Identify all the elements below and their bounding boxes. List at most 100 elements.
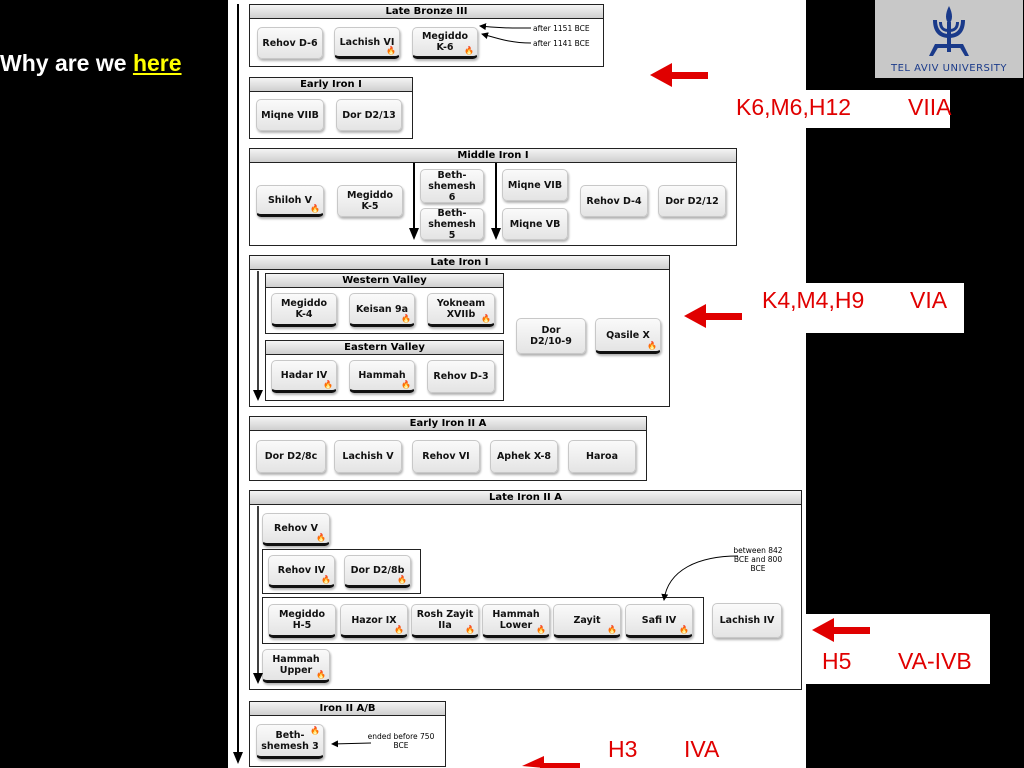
site-label: Rehov D-4 xyxy=(586,195,642,207)
period-late-bronze-iii: Late Bronze III Rehov D-6 Lachish VI🔥 Me… xyxy=(249,4,604,67)
site-box: Zayit🔥 xyxy=(553,604,621,638)
fire-icon: 🔥 xyxy=(397,575,407,584)
subgroup-title: Eastern Valley xyxy=(266,341,503,355)
site-box: Lachish IV xyxy=(712,603,782,638)
period-title: Early Iron II A xyxy=(250,417,646,431)
site-box: Megiddo K-4 xyxy=(271,293,337,327)
site-label: Lachish V xyxy=(342,451,394,462)
fire-icon: 🔥 xyxy=(394,625,404,634)
period-iron-iia-b: Iron II A/B Beth-shemesh 3🔥 ended before… xyxy=(249,701,446,767)
period-title: Middle Iron I xyxy=(250,149,736,163)
period-early-iron-iia: Early Iron II A Dor D2/8c Lachish V Reho… xyxy=(249,416,647,481)
site-box: Miqne VIIB xyxy=(256,99,324,131)
site-label: Hadar IV xyxy=(280,370,328,381)
period-early-iron-i: Early Iron I Miqne VIIB Dor D2/13 xyxy=(249,77,413,139)
site-label: Hammah Lower xyxy=(492,609,540,631)
site-box: Miqne VB xyxy=(502,208,568,240)
site-box: Rehov D-6 xyxy=(257,27,323,59)
callout-left: H3 xyxy=(608,736,638,762)
site-label: Dor D2/8b xyxy=(350,565,405,576)
tel-aviv-university-logo: TEL AVIV UNIVERSITY xyxy=(875,0,1023,78)
site-label: Miqne VIIB xyxy=(261,109,319,121)
site-label: Dor D2/10-9 xyxy=(530,325,572,347)
period-title: Late Iron II A xyxy=(250,491,801,505)
site-box: Dor D2/8b🔥 xyxy=(344,555,411,588)
site-label: Megiddo K-4 xyxy=(280,298,328,320)
site-label: Lachish VI xyxy=(339,36,395,48)
subgroup-eastern-valley: Eastern Valley Hadar IV🔥 Hammah🔥 Rehov D… xyxy=(265,340,504,401)
site-label: Rehov V xyxy=(274,523,318,534)
site-box: Rehov D-4 xyxy=(580,185,648,217)
site-label: Safi IV xyxy=(641,614,677,626)
site-box: Shiloh V🔥 xyxy=(256,185,324,217)
site-label: Beth-shemesh 5 xyxy=(428,207,476,241)
fire-icon: 🔥 xyxy=(464,46,474,55)
site-label: Rehov IV xyxy=(277,565,326,576)
slide-title-prefix: Why are we xyxy=(0,50,133,76)
site-box: Beth-shemesh 5 xyxy=(420,207,484,241)
site-box: Yokneam XVIIb🔥 xyxy=(427,293,495,327)
site-box: Rehov V🔥 xyxy=(262,513,330,546)
timeline-arrow xyxy=(233,4,243,764)
callout-right: IVA xyxy=(684,736,720,762)
site-label: Beth-shemesh 6 xyxy=(428,169,476,203)
fire-icon: 🔥 xyxy=(310,204,320,213)
here-link[interactable]: here xyxy=(132,50,182,76)
site-label: Yokneam XVIIb xyxy=(436,298,486,320)
period-title: Iron II A/B xyxy=(250,702,445,716)
period-late-iron-iia: Late Iron II A Rehov V🔥 Rehov IV🔥 Dor D2… xyxy=(249,490,802,690)
fire-icon: 🔥 xyxy=(323,380,333,389)
site-label: Beth-shemesh 3 xyxy=(261,729,319,752)
site-box: Dor D2/8c xyxy=(256,440,326,473)
fire-icon: 🔥 xyxy=(679,625,689,634)
callout-left: K4,M4,H9 xyxy=(762,287,865,313)
fire-icon: 🔥 xyxy=(401,314,411,323)
period-title: Late Bronze III xyxy=(250,5,603,19)
date-note: between 842 BCE and 800 BCE xyxy=(733,546,783,573)
fire-icon: 🔥 xyxy=(536,625,546,634)
callout-left: H5 xyxy=(822,648,852,674)
site-box: Aphek X-8 xyxy=(490,440,558,473)
period-title: Early Iron I xyxy=(250,78,412,92)
site-label: Haroa xyxy=(586,451,618,462)
site-box: Lachish VI🔥 xyxy=(334,27,400,59)
callout-right: VA-IVB xyxy=(898,648,972,674)
site-label: Shiloh V xyxy=(267,194,313,206)
slide-title: Why are we here xyxy=(0,50,182,77)
overlap-arrow xyxy=(253,271,263,684)
site-label: Dor D2/12 xyxy=(665,195,719,207)
site-box: Beth-shemesh 3🔥 xyxy=(256,724,324,759)
site-label: Rehov D-6 xyxy=(262,37,318,49)
site-box: Lachish V xyxy=(334,440,402,473)
site-label: Megiddo K-5 xyxy=(346,190,394,212)
callout-left: K6,M6,H12 xyxy=(736,94,852,120)
site-box: Rehov VI xyxy=(412,440,480,473)
site-box: Miqne VIB xyxy=(502,169,568,201)
site-label: Megiddo H-5 xyxy=(278,609,326,631)
site-label: Aphek X-8 xyxy=(496,451,552,462)
site-label: Dor D2/8c xyxy=(264,451,318,462)
site-box: Hammah Lower🔥 xyxy=(482,604,550,638)
fire-icon: 🔥 xyxy=(465,625,475,634)
site-label: Hazor IX xyxy=(351,614,397,626)
fire-icon: 🔥 xyxy=(316,670,326,679)
site-label: Miqne VIB xyxy=(507,179,563,191)
site-box: Rehov IV🔥 xyxy=(268,555,335,588)
site-box: Hammah Upper🔥 xyxy=(262,649,330,683)
site-label: Hammah Upper xyxy=(272,654,320,676)
site-box: Dor D2/10-9 xyxy=(516,318,586,354)
callout-right: VIIA xyxy=(908,94,952,120)
callout-right: VIA xyxy=(910,287,948,313)
site-box: Dor D2/12 xyxy=(658,185,726,217)
period-late-iron-i: Late Iron I Western Valley Megiddo K-4 K… xyxy=(249,255,670,407)
site-label: Rosh Zayit IIa xyxy=(416,609,474,631)
site-label: Zayit xyxy=(573,614,601,626)
logo-text: TEL AVIV UNIVERSITY xyxy=(890,63,1008,74)
site-box: Hadar IV🔥 xyxy=(271,360,337,393)
site-box: Megiddo K-6🔥 xyxy=(412,27,478,59)
site-box: Megiddo H-5 xyxy=(268,604,336,638)
overlap-arrow xyxy=(409,163,501,240)
subgroup: Rehov IV🔥 Dor D2/8b🔥 xyxy=(262,549,421,594)
date-note: after 1141 BCE xyxy=(533,39,590,48)
site-label: Megiddo K-6 xyxy=(421,31,469,53)
